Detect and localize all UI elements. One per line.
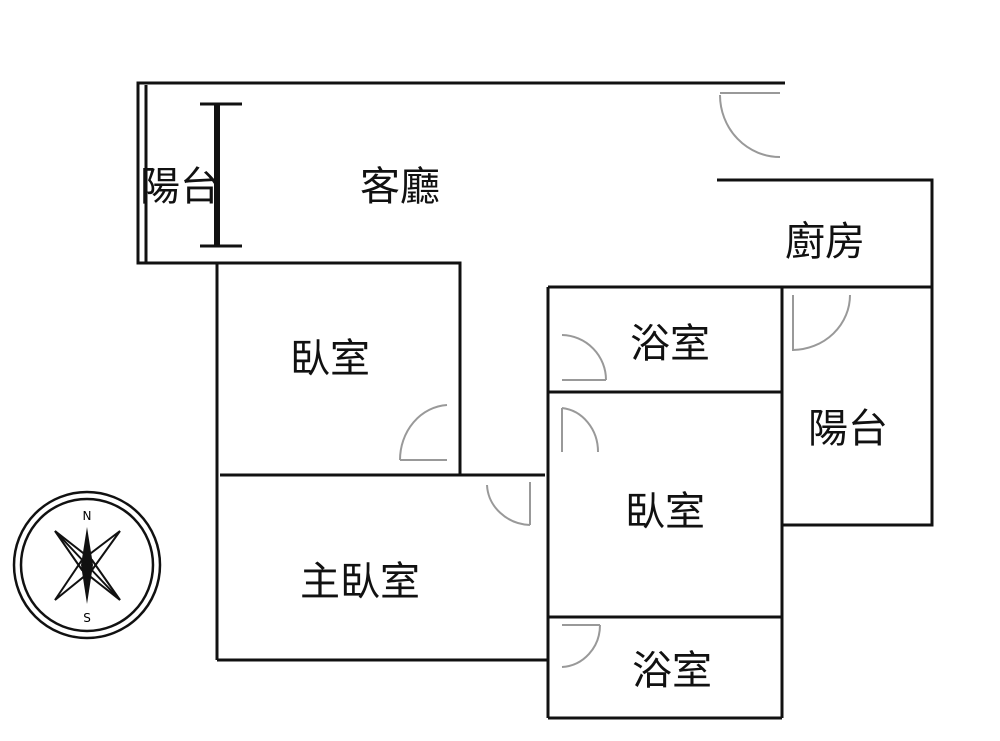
room-label-balcony-east: 陽台	[808, 406, 888, 452]
room-label-living-room: 客廳	[360, 164, 440, 210]
room-label-balcony-west: 陽台	[140, 164, 220, 210]
room-label-bathroom-1: 浴室	[630, 321, 710, 367]
room-label-bathroom-2: 浴室	[632, 648, 712, 694]
compass-north: N	[83, 509, 92, 523]
compass: N S	[12, 490, 162, 640]
room-label-master-bedroom: 主臥室	[300, 559, 420, 605]
walls	[136, 81, 934, 720]
compass-south: S	[83, 611, 91, 625]
room-label-bedroom-2: 臥室	[625, 489, 705, 535]
room-label-bedroom-1: 臥室	[290, 336, 370, 382]
pillar-bar	[200, 102, 242, 248]
doors	[398, 92, 851, 668]
room-label-kitchen: 廚房	[785, 219, 865, 265]
